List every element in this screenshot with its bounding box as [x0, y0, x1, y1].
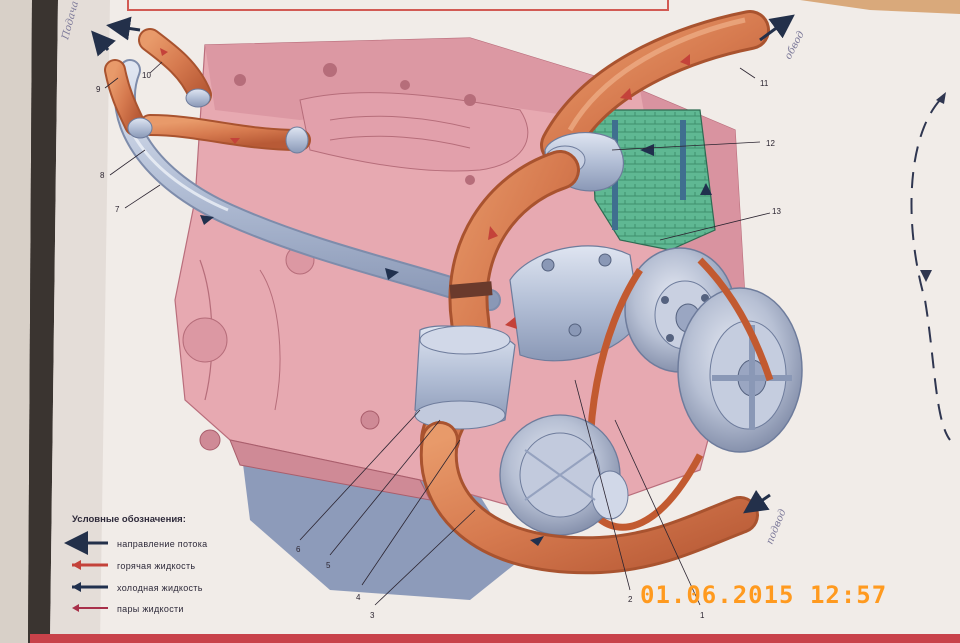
callout-11: 11: [760, 79, 769, 88]
hot-liquid-arrow-icon: [72, 560, 81, 570]
left-page-edge: [0, 0, 32, 643]
legend: Условные обозначения: направление потока…: [64, 514, 207, 614]
heater-hoses: [104, 28, 311, 154]
top-right-tab: [800, 0, 960, 14]
callout-13: 13: [772, 207, 781, 216]
callout-5: 5: [326, 561, 331, 570]
lower-radiator-hose: [419, 421, 759, 575]
top-frame: [127, 0, 669, 11]
outflow-arrow-11: [759, 14, 795, 42]
upper-radiator-hose: [540, 10, 770, 165]
callout-3: 3: [370, 611, 375, 620]
legend-item-flow-direction: направление потока: [64, 531, 207, 555]
callout-10: 10: [142, 71, 151, 80]
legend-title: Условные обозначения:: [72, 514, 186, 525]
callout-1: 1: [700, 611, 705, 620]
legend-item-cold-liquid: холодная жидкость: [72, 582, 203, 593]
callout-6: 6: [296, 545, 301, 554]
inflow-arrow-lower: [743, 489, 771, 514]
callout-12: 12: [766, 139, 775, 148]
legend-item-vapor: пары жидкости: [72, 604, 184, 614]
dashed-flow-line: [910, 99, 951, 441]
vapor-arrow-icon: [72, 604, 79, 612]
legend-label-hot: горячая жидкость: [117, 561, 195, 571]
outflow-arrow-9: [91, 30, 116, 57]
callout-numbers: 1 2 3 4 5 6 7 8 9 10 11 12 13: [96, 71, 781, 620]
legend-label-flow: направление потока: [117, 539, 207, 549]
tee-junction: [414, 325, 516, 430]
legend-item-hot-liquid: горячая жидкость: [72, 560, 195, 571]
legend-label-cold: холодная жидкость: [117, 583, 203, 593]
cold-liquid-arrow-icon: [72, 582, 81, 592]
callout-4: 4: [356, 593, 361, 602]
callout-2: 2: [628, 595, 633, 604]
callout-8: 8: [100, 171, 105, 180]
callout-9: 9: [96, 85, 101, 94]
callout-7: 7: [115, 205, 120, 214]
outflow-arrow-10: [106, 16, 141, 41]
camera-timestamp: 01.06.2015 12:57: [640, 581, 887, 609]
leader-lines: [104, 61, 771, 606]
alternator: [499, 414, 629, 536]
legend-label-vapor: пары жидкости: [117, 604, 184, 614]
